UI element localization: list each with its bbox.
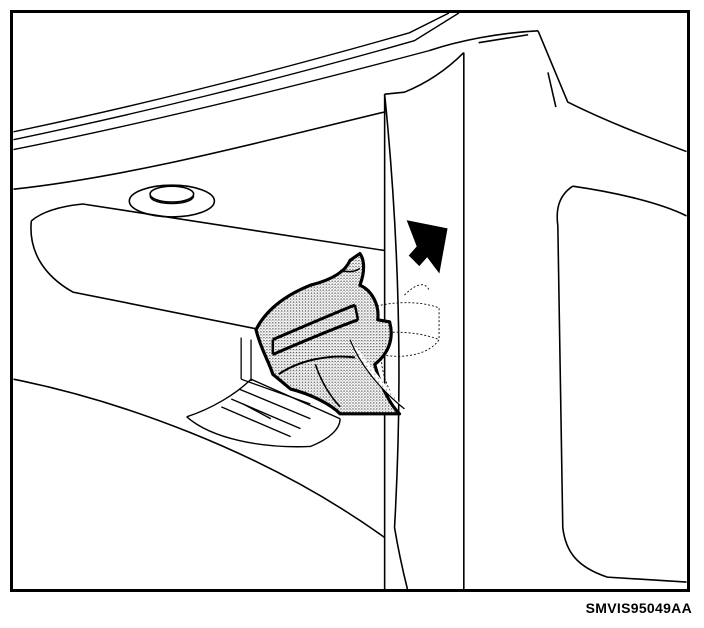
figure-code: SMVIS95049AA (585, 600, 692, 616)
illustration-frame (10, 10, 690, 592)
inside-handle-lever (254, 251, 405, 416)
door-shelf (13, 111, 386, 539)
roof-trim-lines (13, 13, 460, 151)
b-pillar (383, 52, 465, 589)
door-panel-illustration (13, 13, 687, 589)
pull-direction-arrow-icon (406, 220, 448, 274)
rear-door-window (556, 185, 687, 583)
upper-trim-panel (428, 30, 687, 153)
door-lock-knob (128, 184, 216, 218)
handle-bezel (240, 337, 311, 405)
